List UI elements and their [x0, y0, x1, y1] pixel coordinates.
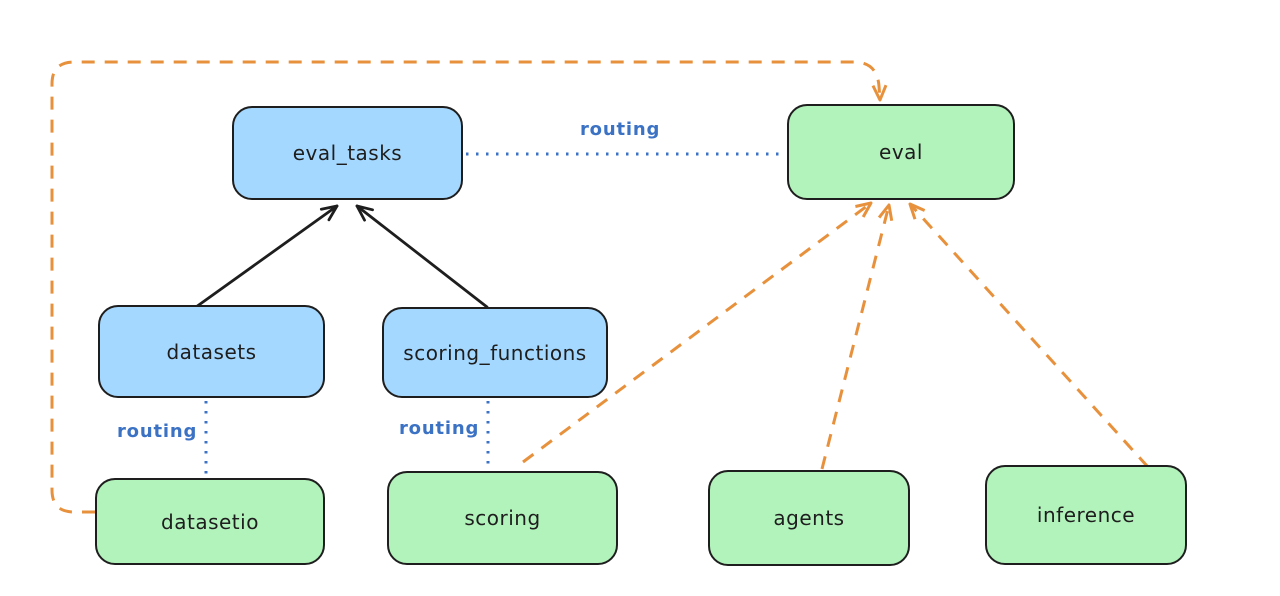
node-datasetio-label: datasetio — [161, 509, 259, 534]
node-datasetio: datasetio — [95, 478, 325, 565]
edge-inference-to-eval-arrowhead — [908, 202, 926, 220]
edge-scoring-to-eval — [522, 201, 872, 464]
node-eval-label: eval — [879, 140, 923, 164]
node-agents: agents — [708, 470, 910, 566]
edge-agents-to-eval-arrowhead — [877, 203, 894, 222]
node-datasets: datasets — [98, 305, 325, 398]
edge-inference-to-eval — [908, 202, 1150, 469]
edge-datasets-to-eval_tasks — [194, 204, 339, 309]
node-scoring-label: scoring — [464, 506, 541, 530]
node-inference: inference — [985, 465, 1187, 565]
edge-agents-to-eval — [820, 204, 891, 470]
node-inference-label: inference — [1036, 503, 1136, 527]
edge-scoring_functions-to-eval_tasks-arrowhead — [355, 204, 374, 222]
node-eval-tasks-label: eval_tasks — [292, 141, 403, 165]
node-scoring-functions: scoring_functions — [382, 307, 608, 398]
node-datasets-label: datasets — [166, 339, 257, 364]
routing-label-eval-tasks-eval: routing — [580, 119, 661, 140]
routing-label-scoring-functions-scoring: routing — [399, 418, 480, 439]
node-eval-tasks: eval_tasks — [232, 106, 463, 200]
edge-scoring-to-eval-arrowhead — [855, 201, 873, 218]
node-agents-label: agents — [773, 506, 845, 530]
node-scoring-functions-label: scoring_functions — [403, 340, 587, 365]
edge-datasets-to-eval_tasks-arrowhead — [319, 204, 339, 222]
routing-label-datasets-datasetio: routing — [117, 421, 198, 442]
edge-datasetio-to-eval-loop-arrowhead — [871, 84, 888, 102]
node-scoring: scoring — [387, 471, 618, 565]
edge-datasetio-to-eval-loop — [50, 60, 882, 514]
edge-scoring_functions-to-eval_tasks — [355, 204, 489, 309]
node-eval: eval — [787, 104, 1015, 200]
